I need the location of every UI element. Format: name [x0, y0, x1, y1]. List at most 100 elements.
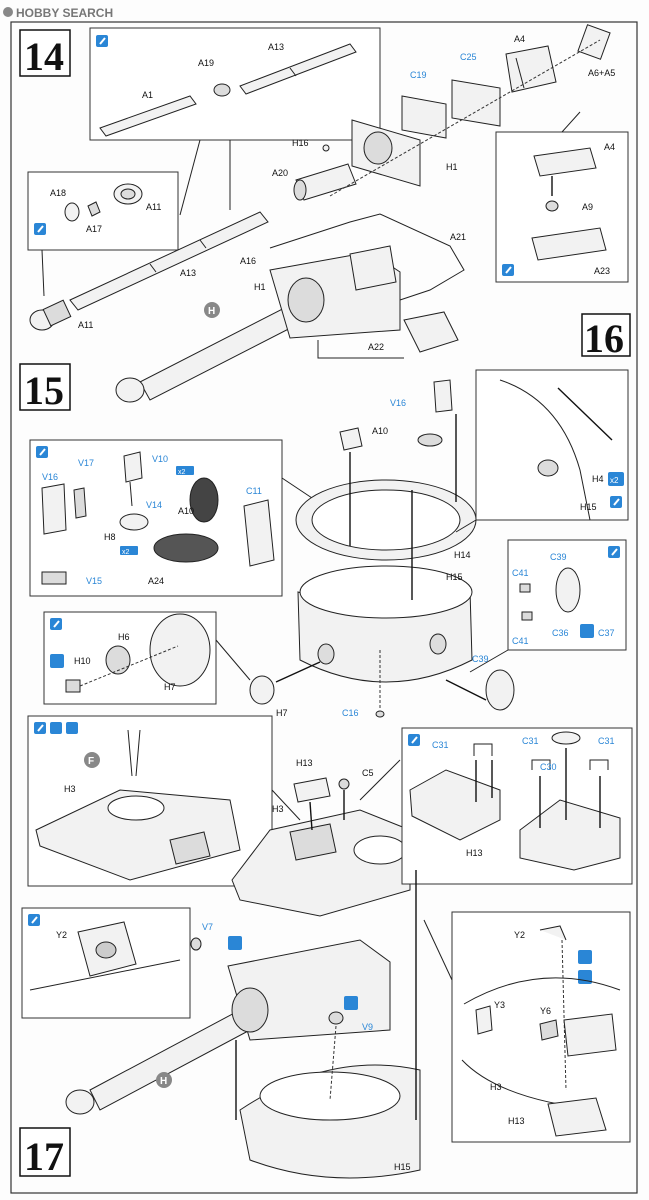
x2-badge-text: x2 — [610, 476, 619, 485]
hatch-h7-inset — [149, 613, 211, 687]
marker-f — [84, 752, 100, 768]
barrel-a1 — [99, 95, 197, 137]
label-h13-top: H13 — [296, 758, 313, 768]
label-a4-top: A4 — [514, 34, 525, 44]
step-15-number: 15 — [24, 368, 64, 413]
label-h7-inset: H7 — [164, 682, 176, 692]
label-v10: V10 — [152, 454, 168, 464]
label-v17: V17 — [78, 458, 94, 468]
choice-icon — [50, 654, 64, 668]
marker-h — [204, 302, 220, 318]
part-v16-left — [41, 483, 67, 535]
label-h15-ring: H15 — [446, 572, 463, 582]
step-17-box — [19, 1127, 71, 1177]
glue-icon-mark — [99, 37, 106, 45]
label-a1: A1 — [142, 90, 153, 100]
part-a24 — [153, 533, 219, 563]
label-h1-top: H1 — [446, 162, 458, 172]
label-h3-mid: H3 — [272, 804, 284, 814]
label-h7: H7 — [276, 708, 288, 718]
part-a9 — [545, 200, 559, 212]
pin-h16 — [322, 144, 330, 152]
part-v17 — [73, 487, 87, 519]
hatch-h13-inset-a — [409, 769, 501, 841]
step-14-box — [19, 29, 71, 77]
label-a19: A19 — [198, 58, 214, 68]
label-v16-left: V16 — [42, 472, 58, 482]
breech-a6-a5 — [577, 24, 611, 60]
step-16-box — [581, 313, 631, 357]
part-v14 — [129, 481, 133, 507]
watermark-text: HOBBY SEARCH — [16, 6, 113, 20]
cement-icon — [344, 996, 358, 1010]
marker-h-text: H — [160, 1076, 167, 1087]
label-c31-b: C31 — [522, 736, 539, 746]
bracket-c19 — [401, 95, 447, 139]
label-c31-c: C31 — [598, 736, 615, 746]
label-a13-mid: A13 — [180, 268, 196, 278]
antenna — [127, 729, 141, 777]
part-h8 — [119, 513, 149, 531]
part-v15 — [41, 571, 67, 585]
label-a20: A20 — [272, 168, 288, 178]
label-a21: A21 — [450, 232, 466, 242]
label-y6: Y6 — [540, 1006, 551, 1016]
label-c31-a: C31 — [432, 740, 449, 750]
inset-hatch-parts — [29, 439, 283, 597]
label-h3-right: H3 — [490, 1082, 502, 1092]
port-c39 — [555, 567, 581, 613]
label-a4-inset: A4 — [604, 142, 615, 152]
label-a13-top: A13 — [268, 42, 284, 52]
label-y3: Y3 — [494, 1000, 505, 1010]
hatch-h7 — [249, 675, 275, 705]
cement-icon — [580, 624, 594, 638]
label-h16: H16 — [292, 138, 309, 148]
label-c5: C5 — [362, 768, 374, 778]
bracket-c25 — [451, 79, 501, 127]
grab-handle-c31-c — [589, 759, 609, 770]
inset-muzzle — [27, 171, 179, 251]
label-c11: C11 — [246, 486, 262, 496]
muzzle-a18 — [64, 202, 80, 222]
label-a17: A17 — [86, 224, 102, 234]
step-14-number: 14 — [24, 34, 64, 79]
part-c16 — [375, 710, 385, 718]
label-a11-inset: A11 — [146, 202, 161, 212]
cement-icon — [578, 970, 592, 984]
label-a16: A16 — [240, 256, 256, 266]
part-h6 — [105, 645, 131, 675]
part-y2-right — [539, 925, 567, 941]
part-v16-top — [417, 379, 453, 447]
step-16-number: 16 — [584, 316, 624, 361]
marker-h — [156, 1072, 172, 1088]
label-c19: C19 — [410, 70, 427, 80]
label-a10-top: A10 — [372, 426, 388, 436]
muzzle-a11-inset — [113, 183, 143, 205]
grab-handle-c31-a — [473, 743, 493, 756]
inset-ring-detail — [475, 369, 629, 521]
gun-assembly — [115, 245, 401, 403]
part-c41-a — [519, 583, 531, 593]
label-h15-16: H15 — [580, 502, 597, 512]
label-v15: V15 — [86, 576, 102, 586]
cement-icon — [50, 722, 62, 734]
label-c36: C36 — [552, 628, 569, 638]
label-a11-gun: A11 — [78, 320, 93, 330]
part-y3 — [475, 1005, 493, 1035]
watermark: HOBBY SEARCH — [3, 6, 113, 20]
port-c39-lower — [485, 669, 515, 711]
part-c11 — [243, 499, 275, 567]
breech-a4-inset — [533, 147, 597, 177]
label-h6: H6 — [118, 632, 130, 642]
hatch-h13-top — [293, 777, 331, 803]
cement-icon — [228, 936, 242, 950]
vision-block-c30 — [551, 731, 581, 745]
rail-a16-a21 — [269, 213, 465, 301]
part-a22 — [403, 311, 459, 353]
muzzle-brake-a11 — [29, 299, 72, 331]
hatch-h13-inset-b — [519, 799, 621, 871]
label-c30: C30 — [540, 762, 557, 772]
label-h8: H8 — [104, 532, 116, 542]
label-v16-top: V16 — [390, 398, 406, 408]
